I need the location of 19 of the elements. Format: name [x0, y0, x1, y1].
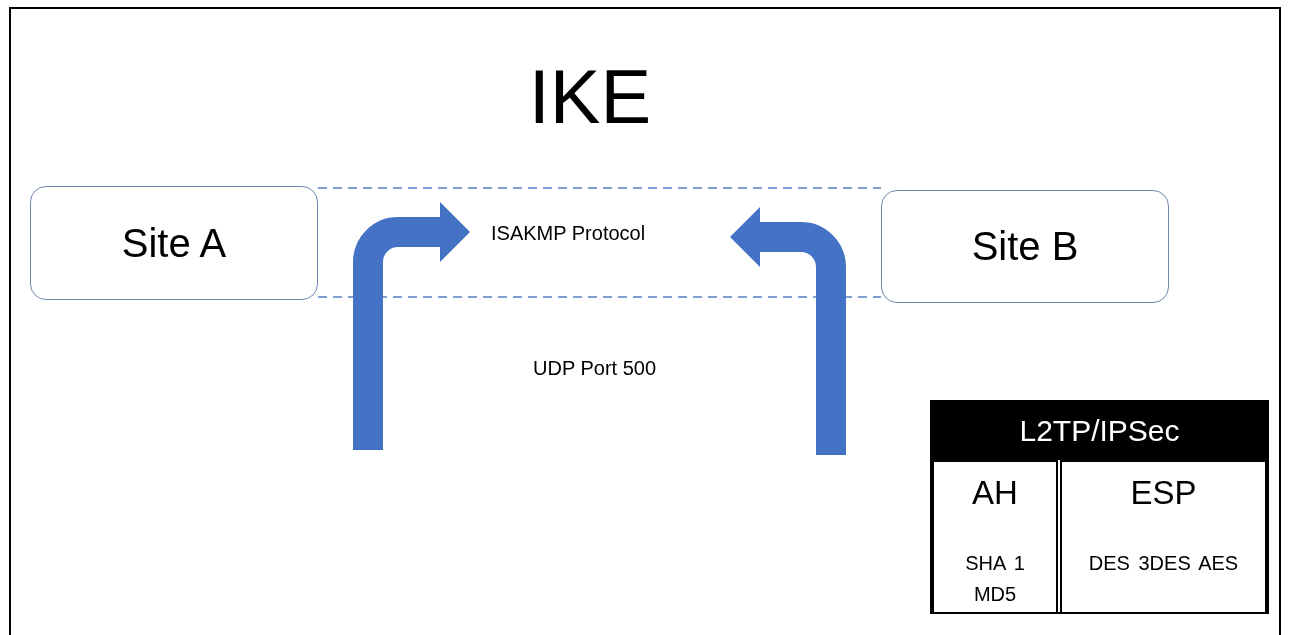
site-box	[30, 186, 318, 300]
table-column	[932, 460, 1058, 614]
algorithm-list: DES 3DES AES	[1068, 548, 1259, 579]
bent-arrow	[353, 202, 470, 450]
bent-arrow	[730, 207, 846, 455]
protocol-table	[930, 400, 1269, 614]
dashed-line	[317, 296, 882, 298]
algorithm-list: SHA 1 MD5	[940, 548, 1050, 610]
port-label: UDP Port 500	[533, 357, 657, 380]
table-column	[1060, 460, 1267, 614]
table-header: L2TP/IPSec	[932, 402, 1267, 460]
column-heading: ESP	[1129, 474, 1198, 512]
site-label: Site B	[971, 224, 1079, 269]
dashed-line	[317, 187, 882, 189]
site-box	[881, 190, 1169, 303]
diagram-title: IKE	[527, 53, 653, 141]
column-heading: AH	[971, 474, 1019, 512]
protocol-label: ISAKMP Protocol	[491, 221, 646, 245]
site-label: Site A	[121, 220, 227, 266]
